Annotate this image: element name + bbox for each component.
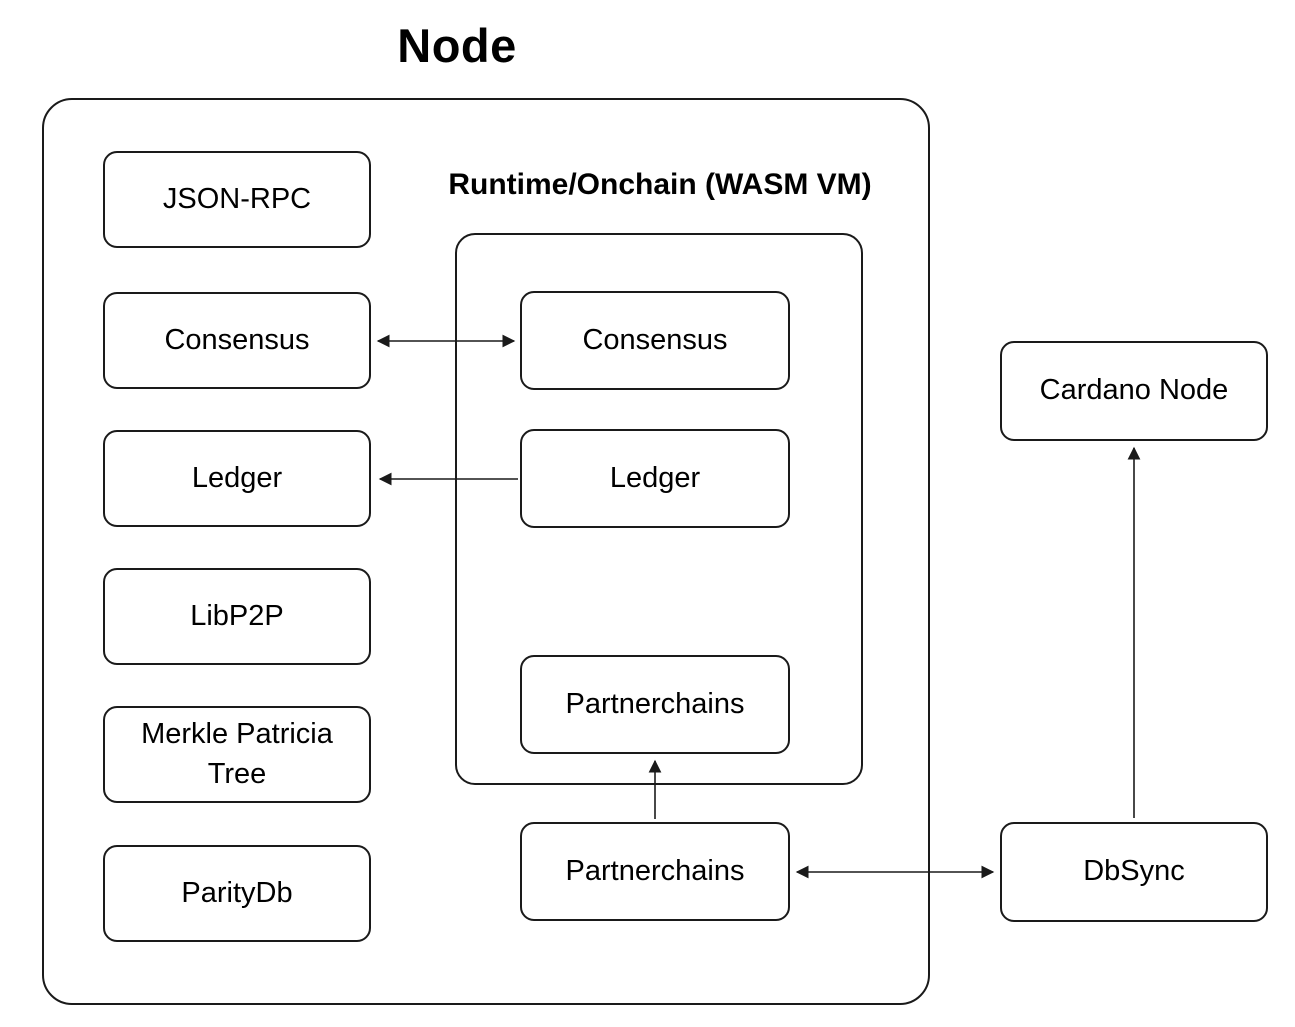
box-consensus-node: Consensus: [103, 292, 371, 389]
box-partnerchains-node: Partnerchains: [520, 822, 790, 921]
box-json-rpc: JSON-RPC: [103, 151, 371, 248]
box-paritydb: ParityDb: [103, 845, 371, 942]
box-consensus-runtime: Consensus: [520, 291, 790, 390]
box-ledger-runtime: Ledger: [520, 429, 790, 528]
box-dbsync: DbSync: [1000, 822, 1268, 922]
runtime-group-label: Runtime/Onchain (WASM VM): [448, 168, 872, 201]
box-libp2p: LibP2P: [103, 568, 371, 665]
box-cardano-node: Cardano Node: [1000, 341, 1268, 441]
box-partnerchains-runtime: Partnerchains: [520, 655, 790, 754]
node-container-box: [42, 98, 930, 1005]
box-ledger-node: Ledger: [103, 430, 371, 527]
box-merkle-patricia-tree: Merkle Patricia Tree: [103, 706, 371, 803]
runtime-container-box: [455, 233, 863, 785]
diagram-title: Node: [397, 19, 517, 72]
